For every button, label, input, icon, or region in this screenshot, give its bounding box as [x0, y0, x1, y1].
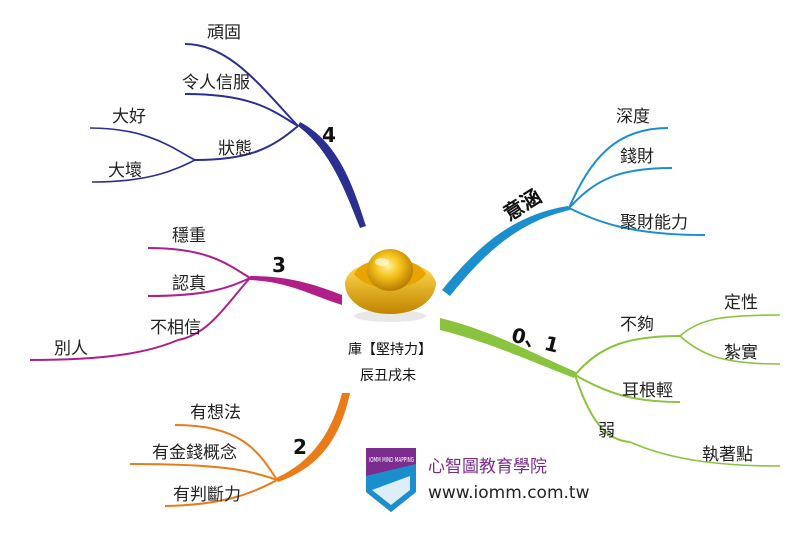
node-dahuai: 大壞 — [108, 161, 142, 181]
node-ruo: 弱 — [598, 421, 615, 441]
node-jucai: 聚財能力 — [620, 213, 688, 233]
iomm-logo-icon: IOMM MIND MAPPING — [366, 448, 416, 512]
branch-yihan: 意涵 深度 錢財 聚財能力 — [442, 107, 706, 296]
node-panduan: 有判斷力 — [173, 485, 241, 505]
gold-ingot-icon — [344, 249, 436, 322]
node-dingxing: 定性 — [724, 293, 758, 313]
node-shendu: 深度 — [616, 107, 650, 127]
node-youxiangfa: 有想法 — [190, 403, 241, 423]
branch-4-label: 4 — [322, 123, 336, 147]
node-wangu: 頑固 — [207, 23, 241, 43]
branch-2: 2 有想法 有金錢概念 有判斷力 — [129, 393, 350, 507]
node-bugou: 不夠 — [620, 315, 654, 335]
branch-3: 3 穩重 認真 不相信 別人 — [29, 226, 342, 361]
node-dahao: 大好 — [112, 107, 146, 127]
branch-4: 4 頑固 令人信服 狀態 大好 大壞 — [89, 23, 366, 228]
node-zhashi: 紮實 — [724, 343, 758, 363]
node-bieren: 別人 — [54, 339, 88, 359]
center-subtitle: 辰丑戌未 — [360, 368, 416, 384]
node-jinqian: 有金錢概念 — [152, 442, 237, 463]
node-wenzhong: 穩重 — [172, 226, 206, 246]
branch-01: 0、1 不夠 定性 紮實 耳根輕 弱 執著點 — [440, 293, 781, 467]
node-ergenqing: 耳根輕 — [622, 381, 673, 401]
node-qiancai: 錢財 — [620, 147, 654, 167]
node-buxiangxin: 不相信 — [150, 318, 201, 338]
logo-text: IOMM MIND MAPPING — [369, 456, 414, 464]
branch-2-label: 2 — [293, 435, 307, 459]
node-lingren: 令人信服 — [182, 73, 250, 93]
node-zhizhe: 執著點 — [702, 445, 753, 465]
branch-3-label: 3 — [272, 253, 286, 277]
node-zhuangtai: 狀態 — [218, 139, 252, 159]
brand-name: 心智圖教育學院 — [428, 457, 547, 477]
center-title: 庫【堅持力】 — [348, 341, 432, 358]
brand-url: www.iomm.com.tw — [428, 483, 590, 503]
node-renzhen: 認真 — [172, 274, 206, 294]
